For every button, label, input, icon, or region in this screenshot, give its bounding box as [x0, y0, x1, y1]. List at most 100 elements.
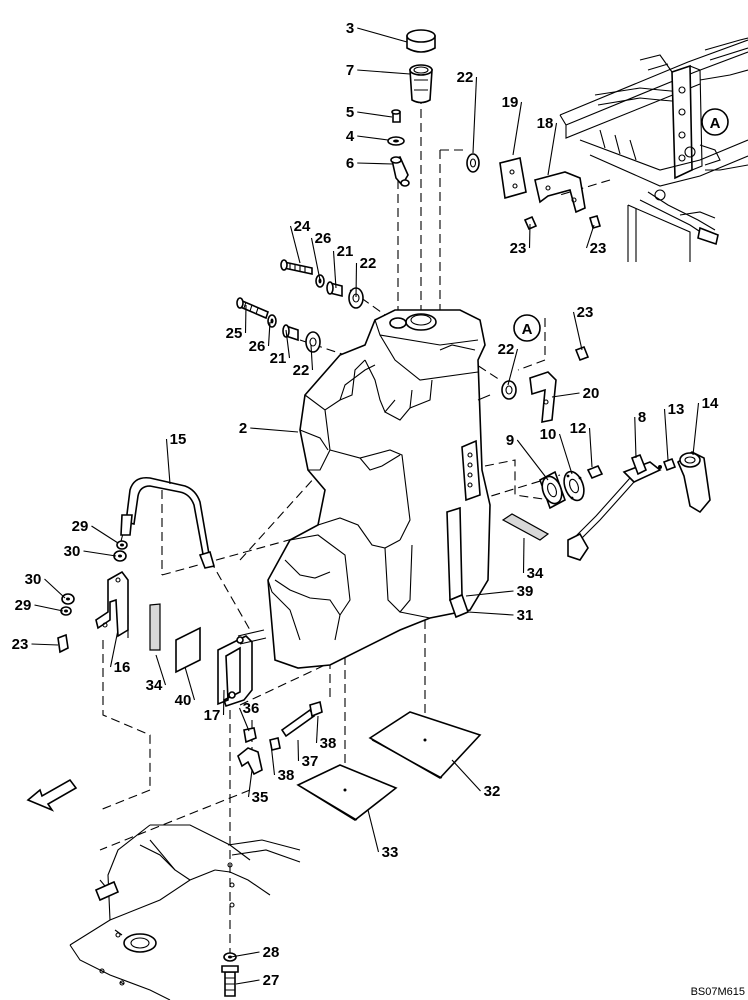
callout-leader-c25 [244, 304, 247, 334]
callout-label-c22d: 22 [498, 341, 515, 358]
callout-leader-c26a [310, 237, 321, 281]
detail-marker-a-top: A [710, 115, 721, 132]
callout-leader-c33 [367, 809, 380, 853]
callout-label-c26a: 26 [315, 230, 332, 247]
callout-label-c17: 17 [204, 707, 221, 724]
callout-label-c7: 7 [346, 62, 354, 79]
callout-leader-c23a [528, 223, 531, 249]
lower-frame [26, 778, 301, 1000]
callout-leader-c34a [155, 654, 167, 686]
callout-label-c5: 5 [346, 104, 354, 121]
callout-label-c24: 24 [294, 218, 311, 235]
callout-label-c30b: 30 [25, 571, 42, 588]
callout-label-c10: 10 [540, 426, 557, 443]
callout-label-c32: 32 [484, 783, 501, 800]
callout-leader-c22b [355, 262, 358, 298]
callout-label-c23d: 23 [12, 636, 29, 653]
callout-leader-c23c [572, 311, 583, 351]
callout-leader-c15 [165, 438, 171, 485]
callout-label-c29a: 29 [72, 518, 89, 535]
callout-label-c3: 3 [346, 20, 354, 37]
callout-label-c15: 15 [170, 431, 187, 448]
callout-label-c34a: 34 [146, 677, 163, 694]
callout-label-c8: 8 [638, 409, 646, 426]
callout-label-c25: 25 [226, 325, 243, 342]
callout-leader-c40 [184, 666, 196, 701]
callout-leader-c21a [332, 250, 337, 289]
callout-leader-c2 [250, 427, 299, 433]
callout-label-c34b: 34 [527, 565, 544, 582]
callout-label-c22c: 22 [293, 362, 310, 379]
callout-label-c26b: 26 [249, 338, 266, 355]
callout-leader-c20 [551, 392, 580, 398]
callout-label-c18: 18 [537, 115, 554, 132]
callout-label-c33: 33 [382, 844, 399, 861]
callout-leader-c34b [522, 537, 525, 574]
machine-frame-detail: A [559, 37, 748, 262]
fuel-tank [267, 309, 491, 669]
callout-leader-c5 [357, 111, 393, 118]
callout-label-c22a: 22 [457, 69, 474, 86]
callout-leader-c28 [230, 951, 260, 958]
callout-label-c40: 40 [175, 692, 192, 709]
callout-leader-c13 [663, 408, 669, 461]
callout-label-c4: 4 [346, 128, 355, 145]
callout-label-c19: 19 [502, 94, 519, 111]
callout-leader-c35 [247, 769, 253, 798]
callout-label-c27: 27 [263, 972, 280, 989]
mounting-hardware: A [236, 153, 601, 423]
callout-label-c16: 16 [114, 659, 131, 676]
callout-leader-c18 [547, 122, 558, 176]
callout-leader-c17 [222, 689, 225, 716]
callout-label-c9: 9 [506, 432, 514, 449]
callout-leader-c7 [357, 69, 411, 75]
callout-label-c39: 39 [517, 583, 534, 600]
pads-and-strips [149, 513, 550, 821]
callout-leader-c30b [44, 578, 66, 599]
callout-leader-c14 [692, 402, 700, 456]
drawing-code: BS07M615 [691, 986, 745, 998]
callout-leader-c32 [451, 759, 481, 792]
callout-label-c6: 6 [346, 155, 354, 172]
callout-label-c29b: 29 [15, 597, 32, 614]
detail-marker-a-mid: A [522, 321, 533, 338]
callout-label-c14: 14 [702, 395, 719, 412]
callout-leader-c26b [267, 321, 271, 347]
left-brackets [57, 476, 323, 776]
callout-label-c23a: 23 [510, 240, 527, 257]
callout-label-c36: 36 [243, 700, 260, 717]
callout-leader-c37 [297, 739, 300, 762]
callout-label-c2: 2 [239, 420, 247, 437]
bottom-bolt [221, 952, 239, 997]
callout-label-c23c: 23 [577, 304, 594, 321]
callout-leader-c19 [512, 101, 523, 156]
callout-label-c20: 20 [583, 385, 600, 402]
callout-label-c38b: 38 [278, 767, 295, 784]
callout-leader-c22c [310, 344, 314, 371]
callout-leader-c10 [558, 433, 573, 475]
callout-label-c23b: 23 [590, 240, 607, 257]
callout-label-c12: 12 [570, 420, 587, 437]
callout-label-c30a: 30 [64, 543, 81, 560]
callout-leader-c12 [588, 427, 593, 468]
callout-leader-c29b [34, 604, 64, 612]
callout-leader-c30a [83, 550, 117, 557]
callout-leader-c9 [516, 439, 549, 481]
callout-leader-c38a [315, 715, 319, 744]
callout-leader-c27 [235, 979, 260, 985]
callout-label-c13: 13 [668, 401, 685, 418]
callout-leader-c38b [270, 743, 276, 776]
callout-leader-c24 [289, 225, 301, 264]
callout-leader-c39 [465, 590, 514, 597]
callout-leader-c23d [31, 643, 59, 646]
callout-leader-c29a [91, 525, 119, 544]
callout-leader-c23b [585, 224, 595, 249]
callout-label-c37: 37 [302, 753, 319, 770]
filler-cap-group [387, 29, 436, 187]
callout-label-c31: 31 [517, 607, 534, 624]
callout-label-c21b: 21 [270, 350, 287, 367]
callout-leader-c3 [357, 27, 408, 43]
